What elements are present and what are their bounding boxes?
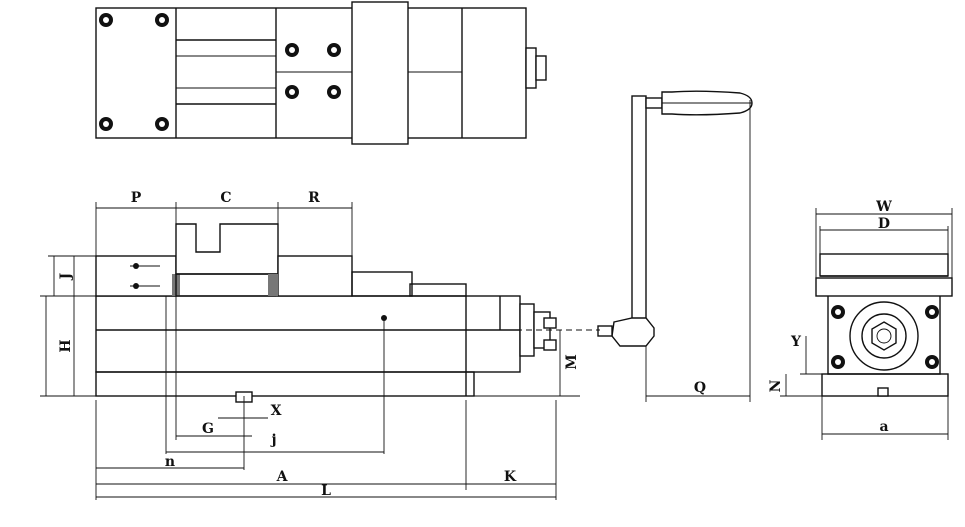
end-view-bolt-holes [831, 305, 939, 369]
label-M: M [564, 354, 580, 370]
dimension-lines [40, 100, 953, 500]
label-W: W [875, 199, 892, 215]
fixed-jaw [95, 255, 177, 297]
label-A: A [276, 469, 289, 485]
end-view-spindle [849, 301, 919, 371]
label-N: N [768, 379, 784, 392]
label-L: L [321, 483, 331, 499]
movable-jaw [277, 255, 353, 297]
end-view [815, 253, 953, 397]
vise-body [95, 295, 521, 373]
label-n: n [165, 454, 175, 470]
label-j: j [269, 432, 276, 448]
label-H: H [58, 339, 74, 352]
top-view-movable-jaw [351, 1, 409, 145]
label-G: G [202, 421, 214, 437]
label-C: C [220, 190, 231, 206]
label-R: R [308, 190, 320, 206]
label-J: J [58, 272, 74, 281]
label-X: X [271, 403, 282, 419]
label-Q: Q [694, 380, 706, 396]
label-K: K [504, 469, 517, 485]
label-a: a [879, 419, 888, 435]
vise-base [95, 371, 475, 397]
label-Y: Y [790, 334, 802, 350]
label-D: D [878, 216, 890, 232]
side-view [95, 223, 600, 403]
top-view [95, 1, 547, 145]
dimension-labels: P C R J H M X G j n A L K Q W D Y N a [58, 190, 892, 499]
jaw-plate [175, 223, 279, 275]
crank-handle [597, 90, 753, 347]
handle-hub [611, 317, 655, 347]
top-view-bolt-holes [99, 13, 341, 131]
label-P: P [131, 190, 142, 206]
